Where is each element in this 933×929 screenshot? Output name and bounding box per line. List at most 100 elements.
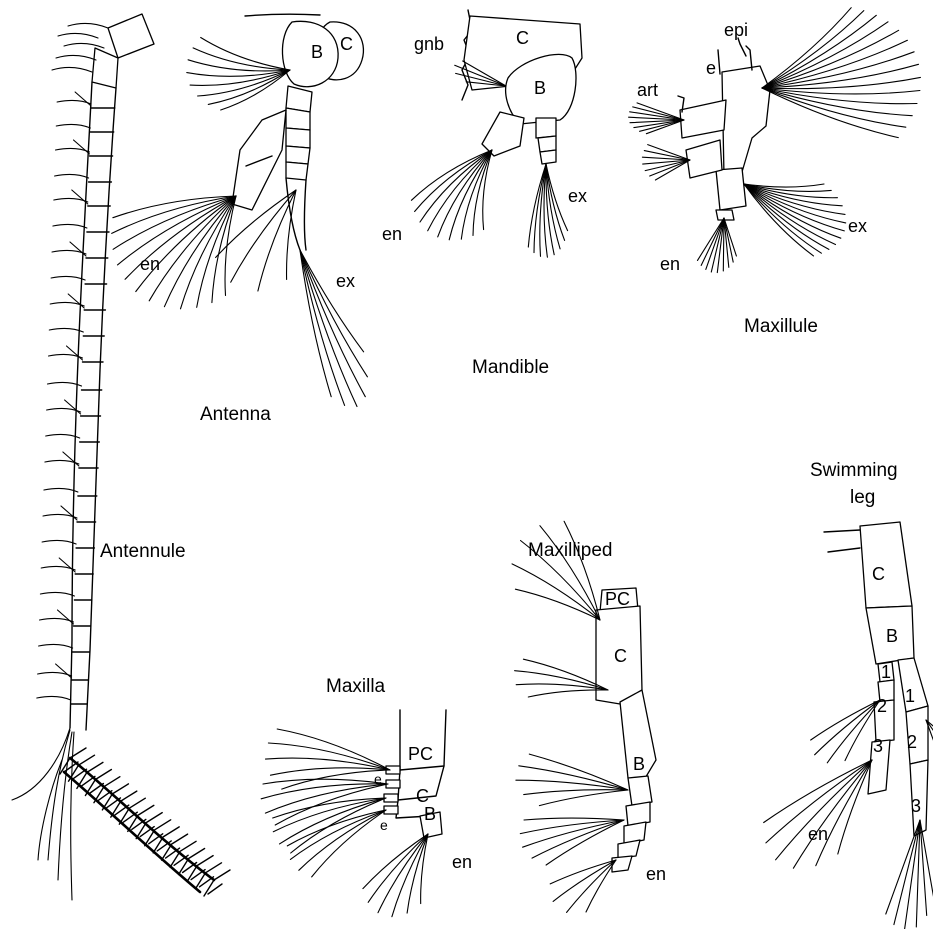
- maxillule-exopod-label: ex: [848, 216, 867, 236]
- swimming-leg-enp2-label: 2: [877, 696, 887, 716]
- seta-line: [838, 760, 872, 854]
- swimming-leg-endopod-label: en: [808, 824, 828, 844]
- antennule-title: Antennule: [100, 541, 186, 562]
- seta-line: [529, 754, 628, 790]
- seta-line: [886, 820, 920, 914]
- seta-line: [58, 33, 98, 38]
- maxilliped-coxa-label: C: [614, 646, 627, 666]
- swimming-leg-coxa-label: C: [872, 564, 885, 584]
- swimming-leg-basis-label: B: [886, 626, 898, 646]
- seta-line: [793, 760, 872, 868]
- seta-line: [64, 43, 104, 48]
- seta-line: [420, 150, 492, 222]
- seta-line: [65, 400, 81, 414]
- seta-line: [56, 55, 96, 60]
- swimming-leg-title-line1: Swimming: [810, 460, 898, 481]
- maxillule-drawing: [629, 8, 921, 273]
- seta-line: [564, 521, 600, 620]
- seta-line: [711, 218, 724, 272]
- seta-line: [258, 190, 296, 291]
- maxillule-endite-label: e: [706, 58, 716, 78]
- seta-line: [40, 592, 74, 596]
- maxilliped-endopod-label: en: [646, 864, 666, 884]
- seta-line: [67, 346, 83, 360]
- mandible-exopod-label: ex: [568, 186, 587, 206]
- maxillule-title: Maxillule: [744, 316, 818, 337]
- seta-line: [449, 150, 492, 240]
- seta-line: [515, 671, 608, 690]
- mandible-endopod-label: en: [382, 224, 402, 244]
- seta-line: [815, 700, 880, 755]
- maxilla-endite2-label: e: [380, 817, 388, 833]
- maxilla-endite1-label: e: [374, 771, 382, 787]
- seta-line: [920, 820, 927, 916]
- swimming-leg-drawing: [764, 522, 933, 929]
- maxillule-arthrite-label: art: [637, 80, 658, 100]
- seta-line: [53, 224, 87, 228]
- swimming-leg-enp1-label: 1: [881, 662, 891, 682]
- seta-line: [291, 798, 386, 853]
- seta-line: [42, 540, 76, 544]
- seta-line: [52, 67, 92, 72]
- seta-line: [368, 834, 428, 902]
- seta-line: [75, 92, 91, 106]
- seta-line: [816, 760, 872, 866]
- antenna-coxa-label: C: [340, 34, 353, 54]
- seta-line: [44, 488, 78, 492]
- maxilliped-praecoxa-label: PC: [605, 589, 630, 609]
- maxillule-epipodite-label: epi: [724, 20, 748, 40]
- maxilliped-title: Maxilliped: [528, 540, 612, 561]
- maxilla-drawing: [261, 710, 446, 917]
- seta-line: [56, 124, 90, 128]
- maxilla-basis-label: B: [424, 804, 436, 824]
- maxilla-title: Maxilla: [326, 676, 386, 697]
- maxillule-endopod-label: en: [660, 254, 680, 274]
- seta-line: [68, 294, 84, 308]
- seta-line: [519, 766, 628, 790]
- antenna-basis-label: B: [311, 42, 323, 62]
- seta-line: [56, 664, 72, 678]
- seta-line: [300, 250, 364, 352]
- antenna-endopod-label: en: [140, 254, 160, 274]
- seta-line: [55, 174, 89, 178]
- maxilla-endopod-label: en: [452, 852, 472, 872]
- seta-line: [523, 820, 624, 847]
- seta-line: [58, 610, 74, 624]
- mandible-coxa-label: C: [516, 28, 529, 48]
- mandible-title: Mandible: [472, 357, 549, 378]
- seta-line: [39, 644, 73, 648]
- seta-line: [539, 790, 628, 806]
- seta-line: [920, 820, 933, 899]
- seta-line: [516, 684, 608, 690]
- seta-line: [811, 700, 880, 740]
- antennule-drawing: [12, 14, 230, 900]
- antenna-exopod-label: ex: [336, 271, 355, 291]
- seta-line: [51, 276, 85, 280]
- swimming-leg-exp3-label: 3: [911, 796, 921, 816]
- swimming-leg-exp1-label: 1: [905, 686, 915, 706]
- swimming-leg-enp3-label: 3: [873, 736, 883, 756]
- maxilliped-basis-label: B: [633, 754, 645, 774]
- seta-line: [524, 818, 624, 820]
- seta-line: [61, 506, 77, 520]
- seta-line: [762, 8, 851, 88]
- maxilla-coxa-label: C: [416, 786, 429, 806]
- seta-line: [724, 218, 733, 262]
- mandible-basis-label: B: [534, 78, 546, 98]
- seta-line: [74, 140, 90, 154]
- seta-line: [49, 328, 83, 332]
- seta-line: [776, 760, 872, 860]
- seta-line: [263, 779, 388, 784]
- antenna-title: Antenna: [200, 404, 271, 425]
- seta-line: [553, 860, 616, 901]
- seta-line: [407, 834, 428, 913]
- seta-line: [63, 452, 79, 466]
- antenna-drawing: [112, 14, 368, 406]
- seta-line: [764, 760, 872, 823]
- seta-line: [68, 23, 108, 28]
- maxilla-praecoxa-label: PC: [408, 744, 433, 764]
- seta-line: [37, 696, 71, 700]
- swimming-leg-title-line2: leg: [850, 487, 875, 508]
- swimming-leg-exp2-label: 2: [907, 732, 917, 752]
